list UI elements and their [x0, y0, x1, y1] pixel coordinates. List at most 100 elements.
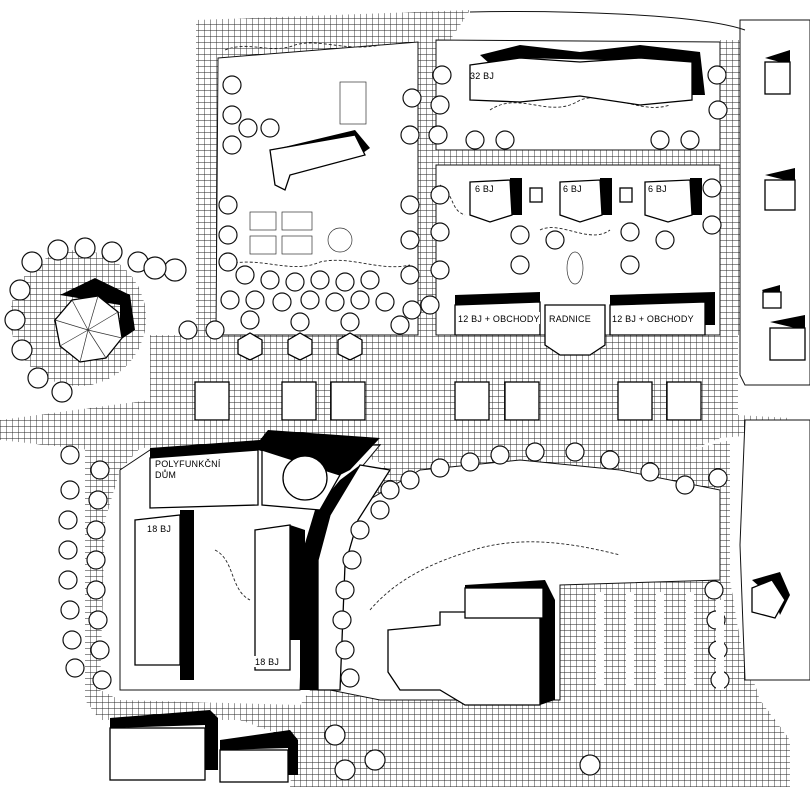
tree-icon [390, 315, 410, 335]
gazebo-3 [337, 332, 363, 361]
building-large-tower [464, 587, 544, 619]
plaza-tile-2 [281, 381, 317, 421]
house-right-5 [751, 579, 786, 619]
tree-icon [238, 118, 258, 138]
label-radnice: RADNICE [549, 314, 591, 324]
tree-icon [86, 520, 106, 540]
tree-icon [260, 270, 280, 290]
plaza-tile-6 [617, 381, 653, 421]
tree-icon [222, 105, 242, 125]
tree-icon [620, 255, 640, 275]
tree-icon [74, 237, 96, 259]
tree-icon [101, 241, 123, 263]
tree-icon [310, 270, 330, 290]
hedges [214, 42, 671, 611]
tree-icon [360, 270, 380, 290]
tree-icon [60, 480, 80, 500]
tree-icon [708, 100, 728, 120]
tree-icon [655, 230, 675, 250]
tree-icon [205, 320, 225, 340]
tree-icon [430, 458, 450, 478]
tree-icon [640, 462, 660, 482]
label-6bj-b: 6 BJ [563, 184, 582, 194]
tree-icon [460, 452, 480, 472]
label-18bj-b: 18 BJ [255, 657, 279, 667]
tree-icon [465, 130, 485, 150]
tree-icon [218, 195, 238, 215]
tree-icon [600, 450, 620, 470]
tree-icon [545, 230, 565, 250]
fountain-icon [327, 227, 353, 253]
tree-icon [60, 445, 80, 465]
tree-icon [88, 490, 108, 510]
building-polyfunkcni [149, 449, 259, 509]
street-block-2 [739, 419, 810, 681]
house-right-4 [769, 327, 806, 361]
hedge-3 [439, 184, 466, 216]
building-32bj [469, 57, 693, 106]
labels: 32 BJ 6 BJ 6 BJ 6 BJ 12 BJ + OBCHODY RAD… [145, 71, 703, 667]
pavilion-roof-lines [54, 295, 123, 363]
tree-icon [675, 475, 695, 495]
tree-icon [342, 550, 362, 570]
tree-icon [579, 754, 601, 776]
tree-icon [9, 279, 31, 301]
shadow-32bj [480, 45, 705, 95]
tree-icon [340, 668, 360, 688]
tree-icon [510, 255, 530, 275]
shadow-6a [510, 178, 522, 215]
shadow-arcbldg [300, 465, 360, 690]
tree-icon [402, 88, 422, 108]
tree-icon [702, 215, 722, 235]
lawn-top-left [215, 41, 419, 336]
shadow-bl1 [110, 710, 218, 770]
shadow-6b [600, 178, 612, 215]
tree-icon [300, 290, 320, 310]
house-right-3 [762, 291, 782, 309]
tree-icon [495, 130, 515, 150]
label-12bj-obchody-b: 12 BJ + OBCHODY [612, 314, 694, 324]
tree-icon [680, 130, 700, 150]
tree-icon [430, 185, 450, 205]
gazebo-2 [287, 332, 313, 361]
shadow-pavilion [60, 278, 135, 340]
tree-icon [707, 65, 727, 85]
tree-icon [375, 292, 395, 312]
buildings [54, 57, 806, 783]
left-road [196, 10, 470, 335]
upper-right-road [436, 150, 730, 165]
tree-icon [11, 339, 33, 361]
central-plaza [0, 335, 790, 470]
tree-icon [92, 670, 112, 690]
tree-icon [240, 310, 260, 330]
tree-icon [525, 442, 545, 462]
entrance-a [529, 187, 543, 203]
shadow-6c [690, 178, 702, 215]
tree-icon [290, 312, 310, 332]
mid-road [418, 40, 436, 335]
shadow-12a [455, 292, 540, 305]
tree-icon [86, 550, 106, 570]
tree-icon [21, 251, 43, 273]
tree-icon [400, 470, 420, 490]
tree-icon [490, 445, 510, 465]
tree-icon [332, 610, 352, 630]
tree-icon [350, 520, 370, 540]
tree-icon [65, 658, 85, 678]
label-polyfunkcni: POLYFUNKČNÍ [155, 459, 221, 469]
tree-icon [222, 75, 242, 95]
building-18bj-a [134, 514, 181, 666]
tree-icon [235, 265, 255, 285]
plaza-tile-1 [194, 381, 230, 421]
tree-icon [90, 640, 110, 660]
tree-icon [272, 292, 292, 312]
tree-icon [245, 290, 265, 310]
tree-icon [380, 480, 400, 500]
hedge-6 [369, 541, 621, 611]
tree-icon [364, 749, 386, 771]
tree-icon [218, 225, 238, 245]
tree-icon [510, 225, 530, 245]
building-arc [317, 464, 392, 691]
label-dum: DŮM [155, 469, 176, 480]
